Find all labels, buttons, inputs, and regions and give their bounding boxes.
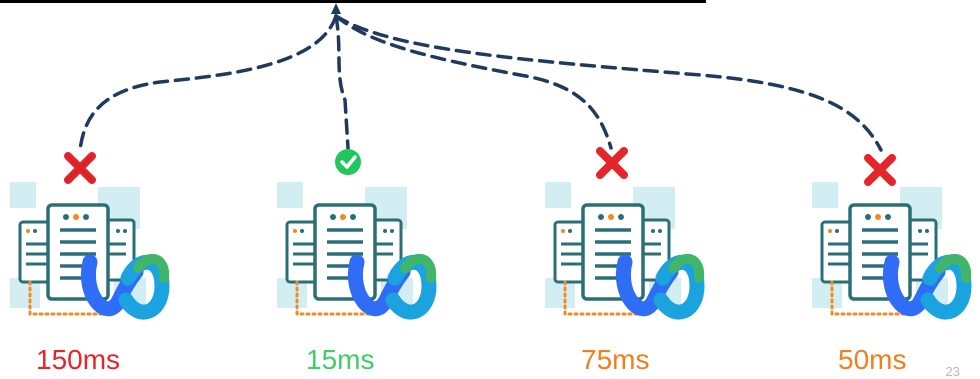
cross-icon	[864, 154, 896, 186]
connector-line-node-1	[78, 14, 338, 152]
cross-icon	[64, 152, 96, 184]
cross-icon	[596, 147, 628, 179]
latency-label-node-3: 75ms	[581, 344, 650, 375]
top-bar	[0, 0, 706, 3]
server-node-4	[812, 182, 966, 314]
connector-line-node-3	[334, 14, 613, 150]
page-number: 23	[945, 364, 960, 379]
check-circle-icon	[335, 149, 361, 175]
connector-line-node-4	[334, 14, 883, 152]
connector-line-node-2	[334, 14, 350, 150]
latency-label-node-2: 15ms	[306, 344, 375, 375]
arrowhead-icon	[331, 3, 341, 14]
server-node-3	[545, 182, 699, 314]
server-node-2	[277, 182, 431, 314]
latency-label-node-1: 150ms	[36, 344, 121, 375]
server-node-1	[10, 182, 164, 314]
latency-label-node-4: 50ms	[838, 344, 907, 375]
